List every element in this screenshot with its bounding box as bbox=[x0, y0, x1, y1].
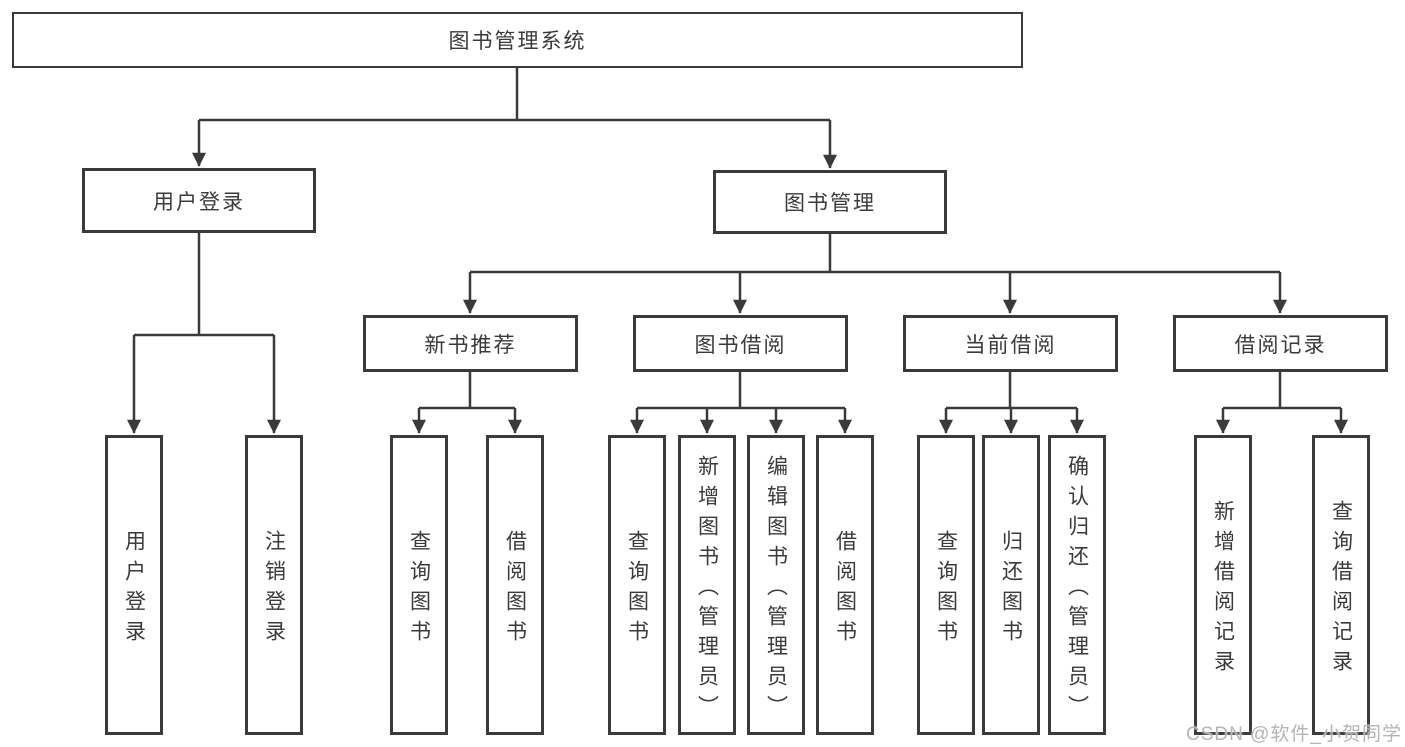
leaf-query-books-recommend: 查询图书 bbox=[390, 435, 448, 735]
node-borrowing-records: 借阅记录 bbox=[1173, 315, 1388, 372]
node-label: 图书借阅 bbox=[694, 333, 787, 357]
node-label: 借阅记录 bbox=[1234, 333, 1327, 357]
watermark: CSDN @软件_小贺同学 bbox=[1186, 724, 1402, 745]
leaf-confirm-return-admin: 确认归还（管理员） bbox=[1048, 435, 1106, 735]
leaf-label: 编辑图书（管理员） bbox=[764, 454, 788, 725]
leaf-query-books-current: 查询图书 bbox=[917, 435, 975, 735]
leaf-label: 新增借阅记录 bbox=[1211, 499, 1235, 680]
leaf-label: 确认归还（管理员） bbox=[1065, 454, 1089, 725]
node-label: 图书管理系统 bbox=[448, 30, 587, 53]
leaf-label: 用户登录 bbox=[122, 529, 146, 650]
leaf-label: 查询图书 bbox=[625, 529, 649, 650]
leaf-label: 查询图书 bbox=[407, 529, 431, 650]
leaf-label: 归还图书 bbox=[999, 529, 1023, 650]
node-library-management-system: 图书管理系统 bbox=[12, 12, 1023, 68]
leaf-label: 新增图书（管理员） bbox=[695, 454, 719, 725]
node-label: 当前借阅 bbox=[964, 333, 1057, 357]
leaf-add-borrow-record: 新增借阅记录 bbox=[1194, 435, 1252, 735]
node-new-book-recommend: 新书推荐 bbox=[363, 315, 578, 372]
node-current-borrowing: 当前借阅 bbox=[903, 315, 1118, 372]
leaf-edit-book-admin: 编辑图书（管理员） bbox=[747, 435, 805, 735]
node-label: 用户登录 bbox=[153, 190, 245, 214]
leaf-borrow-books-borrowing: 借阅图书 bbox=[816, 435, 874, 735]
leaf-label: 查询图书 bbox=[934, 529, 958, 650]
node-book-borrowing: 图书借阅 bbox=[633, 315, 848, 372]
node-label: 图书管理 bbox=[784, 192, 876, 215]
node-book-management: 图书管理 bbox=[713, 170, 947, 234]
node-label: 新书推荐 bbox=[424, 333, 517, 357]
node-user-login: 用户登录 bbox=[82, 168, 316, 233]
leaf-user-login: 用户登录 bbox=[105, 435, 163, 735]
leaf-label: 注销登录 bbox=[262, 529, 286, 650]
leaf-query-books-borrowing: 查询图书 bbox=[608, 435, 666, 735]
leaf-label: 借阅图书 bbox=[503, 529, 527, 650]
leaf-borrow-books-recommend: 借阅图书 bbox=[486, 435, 544, 735]
leaf-logout: 注销登录 bbox=[245, 435, 303, 735]
leaf-return-books: 归还图书 bbox=[982, 435, 1040, 735]
leaf-query-borrow-record: 查询借阅记录 bbox=[1312, 435, 1370, 735]
leaf-label: 查询借阅记录 bbox=[1329, 499, 1353, 680]
leaf-label: 借阅图书 bbox=[833, 529, 857, 650]
leaf-add-book-admin: 新增图书（管理员） bbox=[678, 435, 736, 735]
